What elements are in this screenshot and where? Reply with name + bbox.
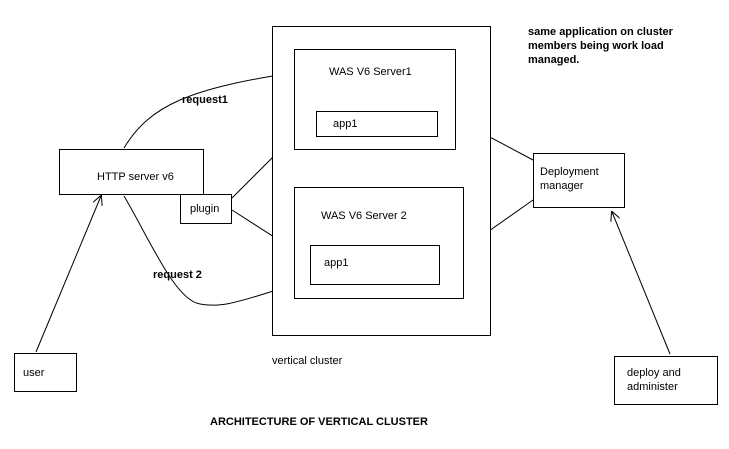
server1-app-box: app1 [316, 111, 438, 137]
deploy-administer-box: deploy and administer [614, 356, 718, 405]
server1-box: WAS V6 Server1 app1 [294, 49, 456, 150]
user-label: user [23, 367, 45, 379]
server1-label: WAS V6 Server1 [329, 66, 412, 78]
edge-deploy-to-dm [612, 212, 671, 355]
note-line-2: members being work load [528, 40, 664, 52]
deploy-line-2: administer [627, 381, 678, 393]
http-server-label: HTTP server v6 [97, 171, 174, 183]
note-line-1: same application on cluster [528, 26, 673, 38]
server2-app-box: app1 [310, 245, 440, 285]
request2-label: request 2 [153, 269, 202, 281]
deployment-manager-line-2: manager [540, 180, 584, 192]
diagram-caption: ARCHITECTURE OF VERTICAL CLUSTER [210, 416, 428, 428]
server2-box: WAS V6 Server 2 app1 [294, 187, 464, 299]
deployment-manager-line-1: Deployment [540, 166, 599, 178]
plugin-box: plugin [180, 194, 232, 224]
user-box: user [14, 353, 77, 392]
edge-request2 [123, 195, 308, 306]
note-line-3: managed. [528, 54, 580, 66]
deployment-manager-box: Deployment manager [533, 153, 625, 208]
cluster-label: vertical cluster [272, 355, 343, 367]
server1-app-label: app1 [333, 118, 358, 130]
edge-request1 [123, 72, 298, 149]
plugin-label: plugin [190, 203, 220, 215]
server2-app-label: app1 [324, 257, 349, 269]
deploy-line-1: deploy and [627, 367, 681, 379]
request1-label: request1 [182, 94, 228, 106]
http-server-box: HTTP server v6 [59, 149, 204, 195]
edge-user-to-http [35, 196, 101, 353]
server2-label: WAS V6 Server 2 [321, 210, 407, 222]
